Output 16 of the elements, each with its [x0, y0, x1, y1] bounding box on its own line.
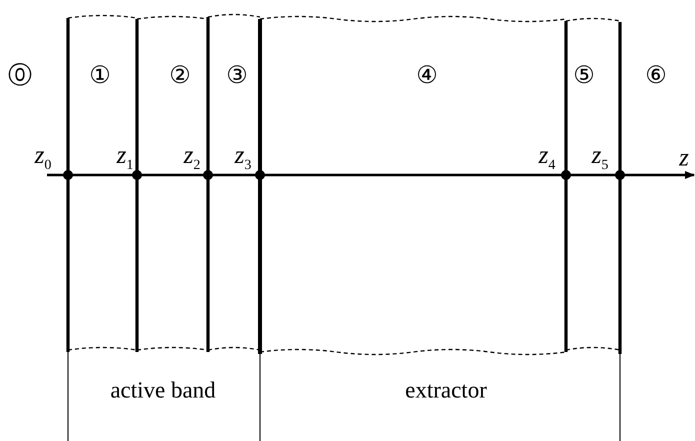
coordinate-label: z$_{5}$	[592, 143, 608, 173]
coordinate-label: z$_{1}$	[116, 143, 134, 173]
region-number: ④	[416, 63, 438, 87]
region-number: ⑤	[573, 63, 595, 87]
coordinate-label: z$_{2}$	[184, 143, 200, 173]
region-label: active band	[110, 378, 216, 402]
region-number: ⑥	[645, 63, 667, 87]
axis-label: z	[679, 146, 689, 170]
region-number: ⓪	[8, 63, 32, 87]
region-label: extractor	[405, 378, 487, 402]
coordinate-label: z$_{4}$	[538, 143, 556, 173]
coordinate-label: z$_{3}$	[234, 143, 252, 173]
region-number: ③	[226, 63, 248, 87]
region-number: ②	[169, 63, 191, 87]
region-number: ①	[89, 63, 111, 87]
coordinate-label: z$_{0}$	[34, 143, 52, 173]
